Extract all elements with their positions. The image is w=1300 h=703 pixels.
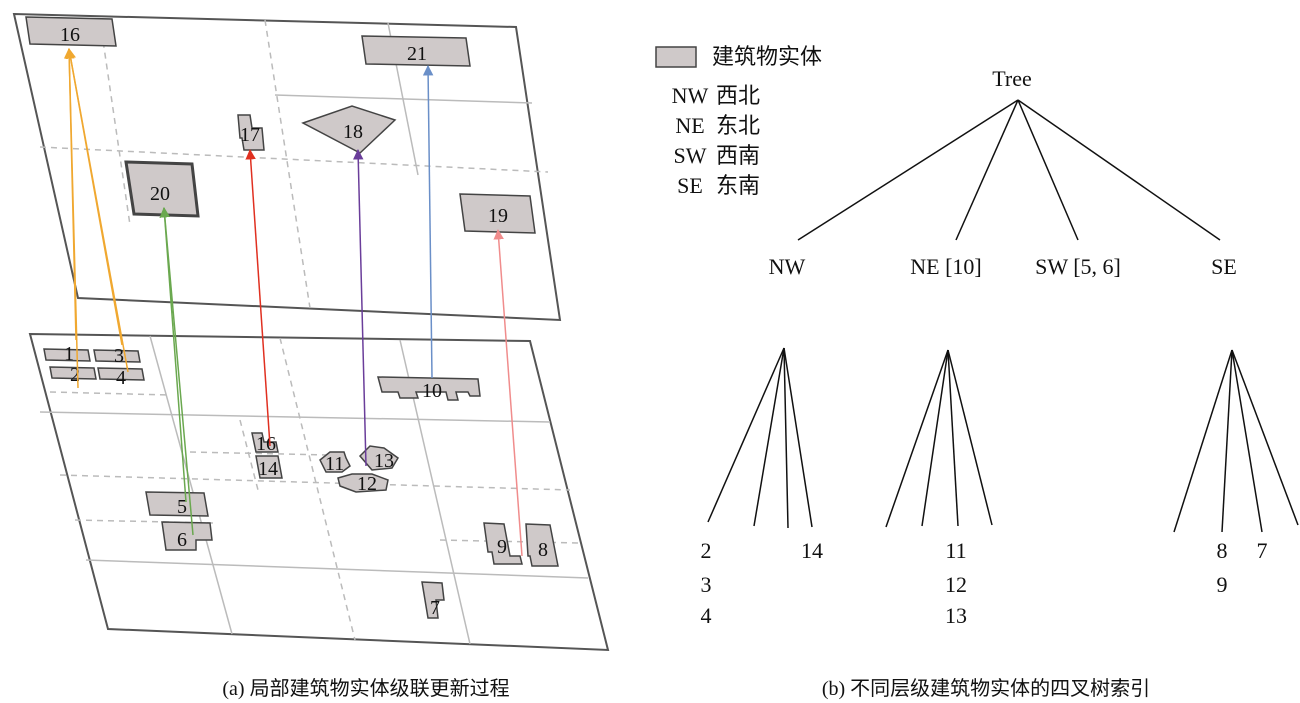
edge-se-d bbox=[1231, 349, 1299, 526]
legend-code-nw: NW bbox=[672, 83, 709, 108]
tree-node-nw: NW bbox=[769, 254, 806, 279]
label-8-lower: 8 bbox=[538, 539, 548, 561]
building-19-upper bbox=[459, 193, 536, 234]
arrow-2-to-16 bbox=[63, 47, 77, 341]
building-16-upper bbox=[25, 16, 117, 47]
label-17-upper: 17 bbox=[240, 124, 260, 146]
tree-leaf: 13 bbox=[945, 603, 967, 628]
edge-root-se bbox=[1017, 99, 1221, 241]
upper-grid-lines bbox=[39, 19, 549, 309]
building-14-lower bbox=[255, 455, 283, 479]
legend-building-swatch bbox=[655, 46, 697, 68]
building-3-lower bbox=[93, 349, 141, 363]
building-18-upper bbox=[301, 105, 397, 154]
building-11-lower bbox=[319, 451, 351, 473]
edge-nw-a bbox=[707, 347, 785, 523]
label-12-lower: 12 bbox=[357, 473, 377, 495]
tree-leaf: 3 bbox=[701, 572, 712, 597]
building-1-lower bbox=[43, 348, 91, 362]
building-9-lower bbox=[483, 522, 523, 565]
edge-root-ne bbox=[955, 99, 1019, 241]
legend-building-label: 建筑物实体 bbox=[712, 44, 822, 69]
edge-nw-c bbox=[783, 347, 789, 529]
arrow-6-to-20 bbox=[159, 206, 194, 536]
label-5-lower: 5 bbox=[177, 496, 187, 518]
tree-node-ne: NE [10] bbox=[910, 254, 981, 279]
edge-root-nw bbox=[797, 99, 1019, 241]
label-2-lower: 2 bbox=[70, 364, 80, 386]
legend-code-ne: NE bbox=[675, 113, 704, 138]
legend-code-sw: SW bbox=[674, 143, 707, 168]
tree-leaf: 7 bbox=[1257, 538, 1268, 563]
edge-root-sw bbox=[1017, 99, 1079, 241]
upper-layer: 16 21 17 18 20 19 bbox=[12, 12, 562, 322]
legend-meaning-sw: 西南 bbox=[716, 143, 760, 168]
edge-se-b bbox=[1221, 349, 1233, 533]
tree-leaf: 12 bbox=[945, 572, 967, 597]
label-3-lower: 3 bbox=[114, 345, 124, 367]
label-11-lower: 11 bbox=[325, 453, 344, 475]
legend: 建筑物实体 NW 西北 NE 东北 SW 西南 SE 东南 bbox=[655, 44, 822, 198]
building-8-lower bbox=[525, 523, 559, 567]
building-16-lower bbox=[251, 432, 279, 453]
building-10-lower bbox=[377, 376, 481, 401]
tree-leaf: 14 bbox=[801, 538, 823, 563]
label-19-upper: 19 bbox=[488, 205, 508, 227]
edge-se-a bbox=[1173, 349, 1233, 533]
label-10-lower: 10 bbox=[422, 380, 442, 402]
edge-se-c bbox=[1231, 349, 1263, 533]
quadtree-labels: Tree NW NE [10] SW [5, 6] SE 2 3 4 14 11… bbox=[701, 66, 1268, 628]
building-21-upper bbox=[361, 35, 471, 67]
label-20-upper: 20 bbox=[150, 183, 170, 205]
tree-leaf: 2 bbox=[701, 538, 712, 563]
label-16-lower: 16 bbox=[256, 433, 276, 455]
building-6-lower bbox=[161, 521, 213, 551]
building-7-lower bbox=[421, 581, 445, 619]
tree-node-se: SE bbox=[1211, 254, 1237, 279]
label-14-lower: 14 bbox=[258, 458, 278, 480]
upper-layer-plane bbox=[12, 12, 562, 322]
label-13-lower: 13 bbox=[374, 450, 394, 472]
building-20-upper bbox=[124, 160, 200, 218]
label-4-lower: 4 bbox=[116, 367, 126, 389]
legend-meaning-ne: 东北 bbox=[716, 113, 760, 138]
label-1-lower: 1 bbox=[64, 343, 74, 365]
label-18-upper: 18 bbox=[343, 121, 363, 143]
tree-root-label: Tree bbox=[992, 66, 1032, 91]
legend-meaning-se: 东南 bbox=[716, 173, 760, 198]
building-2-lower bbox=[49, 366, 97, 380]
tree-leaf: 8 bbox=[1217, 538, 1228, 563]
edge-ne-a bbox=[885, 349, 949, 528]
tree-node-sw: SW [5, 6] bbox=[1035, 254, 1121, 279]
building-13-lower bbox=[358, 445, 399, 471]
edge-nw-b bbox=[753, 347, 785, 527]
arrow-16-to-17 bbox=[245, 148, 271, 447]
label-21-upper: 21 bbox=[407, 43, 427, 65]
label-16-upper: 16 bbox=[60, 24, 80, 46]
legend-code-se: SE bbox=[677, 173, 703, 198]
label-6-lower: 6 bbox=[177, 529, 187, 551]
edge-nw-d bbox=[783, 347, 813, 528]
tree-leaf: 11 bbox=[945, 538, 966, 563]
legend-meaning-nw: 西北 bbox=[716, 83, 760, 108]
label-7-lower: 7 bbox=[430, 597, 440, 619]
cascade-arrows bbox=[63, 47, 523, 557]
tree-leaf: 9 bbox=[1217, 572, 1228, 597]
quadtree bbox=[707, 99, 1299, 533]
label-9-lower: 9 bbox=[497, 536, 507, 558]
tree-leaf: 4 bbox=[701, 603, 712, 628]
lower-layer: 1 2 3 4 10 16 14 11 13 12 5 6 9 8 7 bbox=[28, 332, 610, 652]
caption-b: (b) 不同层级建筑物实体的四叉树索引 bbox=[822, 677, 1150, 700]
arrow-8-to-19 bbox=[493, 228, 523, 557]
edge-ne-c bbox=[947, 349, 959, 527]
arrow-4-to-16 bbox=[65, 47, 129, 373]
edge-ne-d bbox=[947, 349, 993, 526]
arrow-13-to-18 bbox=[352, 148, 367, 467]
edge-ne-b bbox=[921, 349, 949, 527]
caption-a: (a) 局部建筑物实体级联更新过程 bbox=[222, 677, 509, 700]
building-12-lower bbox=[337, 473, 389, 493]
arrow-10-to-21 bbox=[422, 64, 434, 379]
building-17-upper bbox=[237, 114, 265, 151]
